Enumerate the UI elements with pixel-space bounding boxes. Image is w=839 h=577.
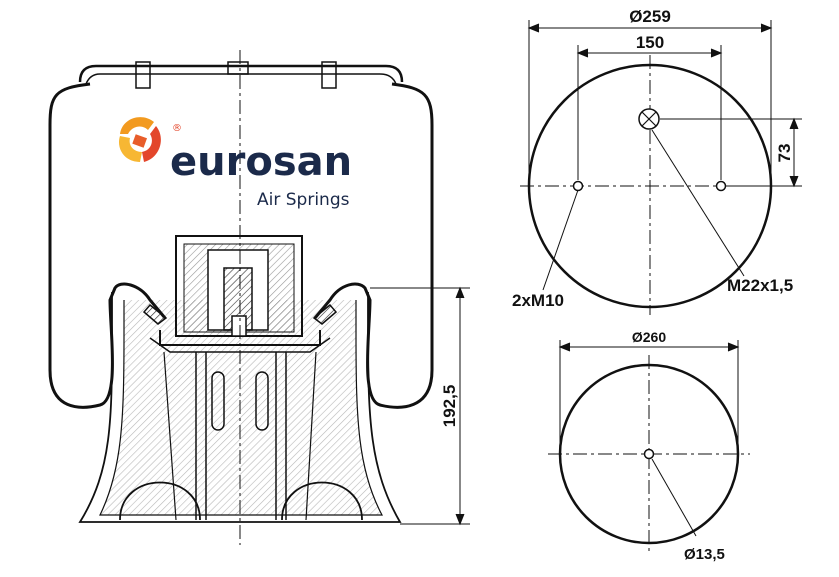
top-stud-right: [321, 61, 337, 89]
brand-logo: ® eurosan Air Springs: [118, 117, 352, 210]
top-diameter-label: Ø259: [629, 7, 671, 26]
offset-label: 73: [775, 144, 794, 163]
base-arch-left: [119, 481, 201, 521]
brand-emblem-icon: [118, 117, 161, 162]
brand-name: eurosan: [170, 139, 352, 185]
top-plate: [78, 64, 404, 83]
bolts-label: 2xM10: [512, 291, 564, 310]
base-hole-leader: [651, 458, 697, 537]
side-view: [48, 61, 434, 523]
registered-mark: ®: [172, 123, 182, 134]
bolt-leader: [542, 189, 579, 291]
bottom-view: [548, 340, 750, 553]
piston-outer: [78, 292, 402, 523]
base-hole-label: Ø13,5: [684, 546, 725, 563]
bolt-spacing-label: 150: [636, 33, 664, 52]
bolt-hole-right: [715, 180, 727, 192]
base-diameter-label: Ø260: [632, 329, 666, 345]
top-stud-left: [135, 61, 151, 89]
bolt-hole-left: [572, 180, 584, 192]
top-stud-center: [227, 61, 249, 75]
base-hole: [643, 448, 655, 460]
base-arch-right: [281, 481, 363, 521]
thread-label: M22x1,5: [727, 276, 793, 295]
thread-leader: [651, 129, 745, 277]
top-view: [520, 20, 802, 315]
bellows-outline: [48, 82, 167, 409]
brand-tagline: Air Springs: [257, 190, 350, 210]
height-dimension: [370, 286, 470, 526]
height-label: 192,5: [440, 385, 459, 428]
